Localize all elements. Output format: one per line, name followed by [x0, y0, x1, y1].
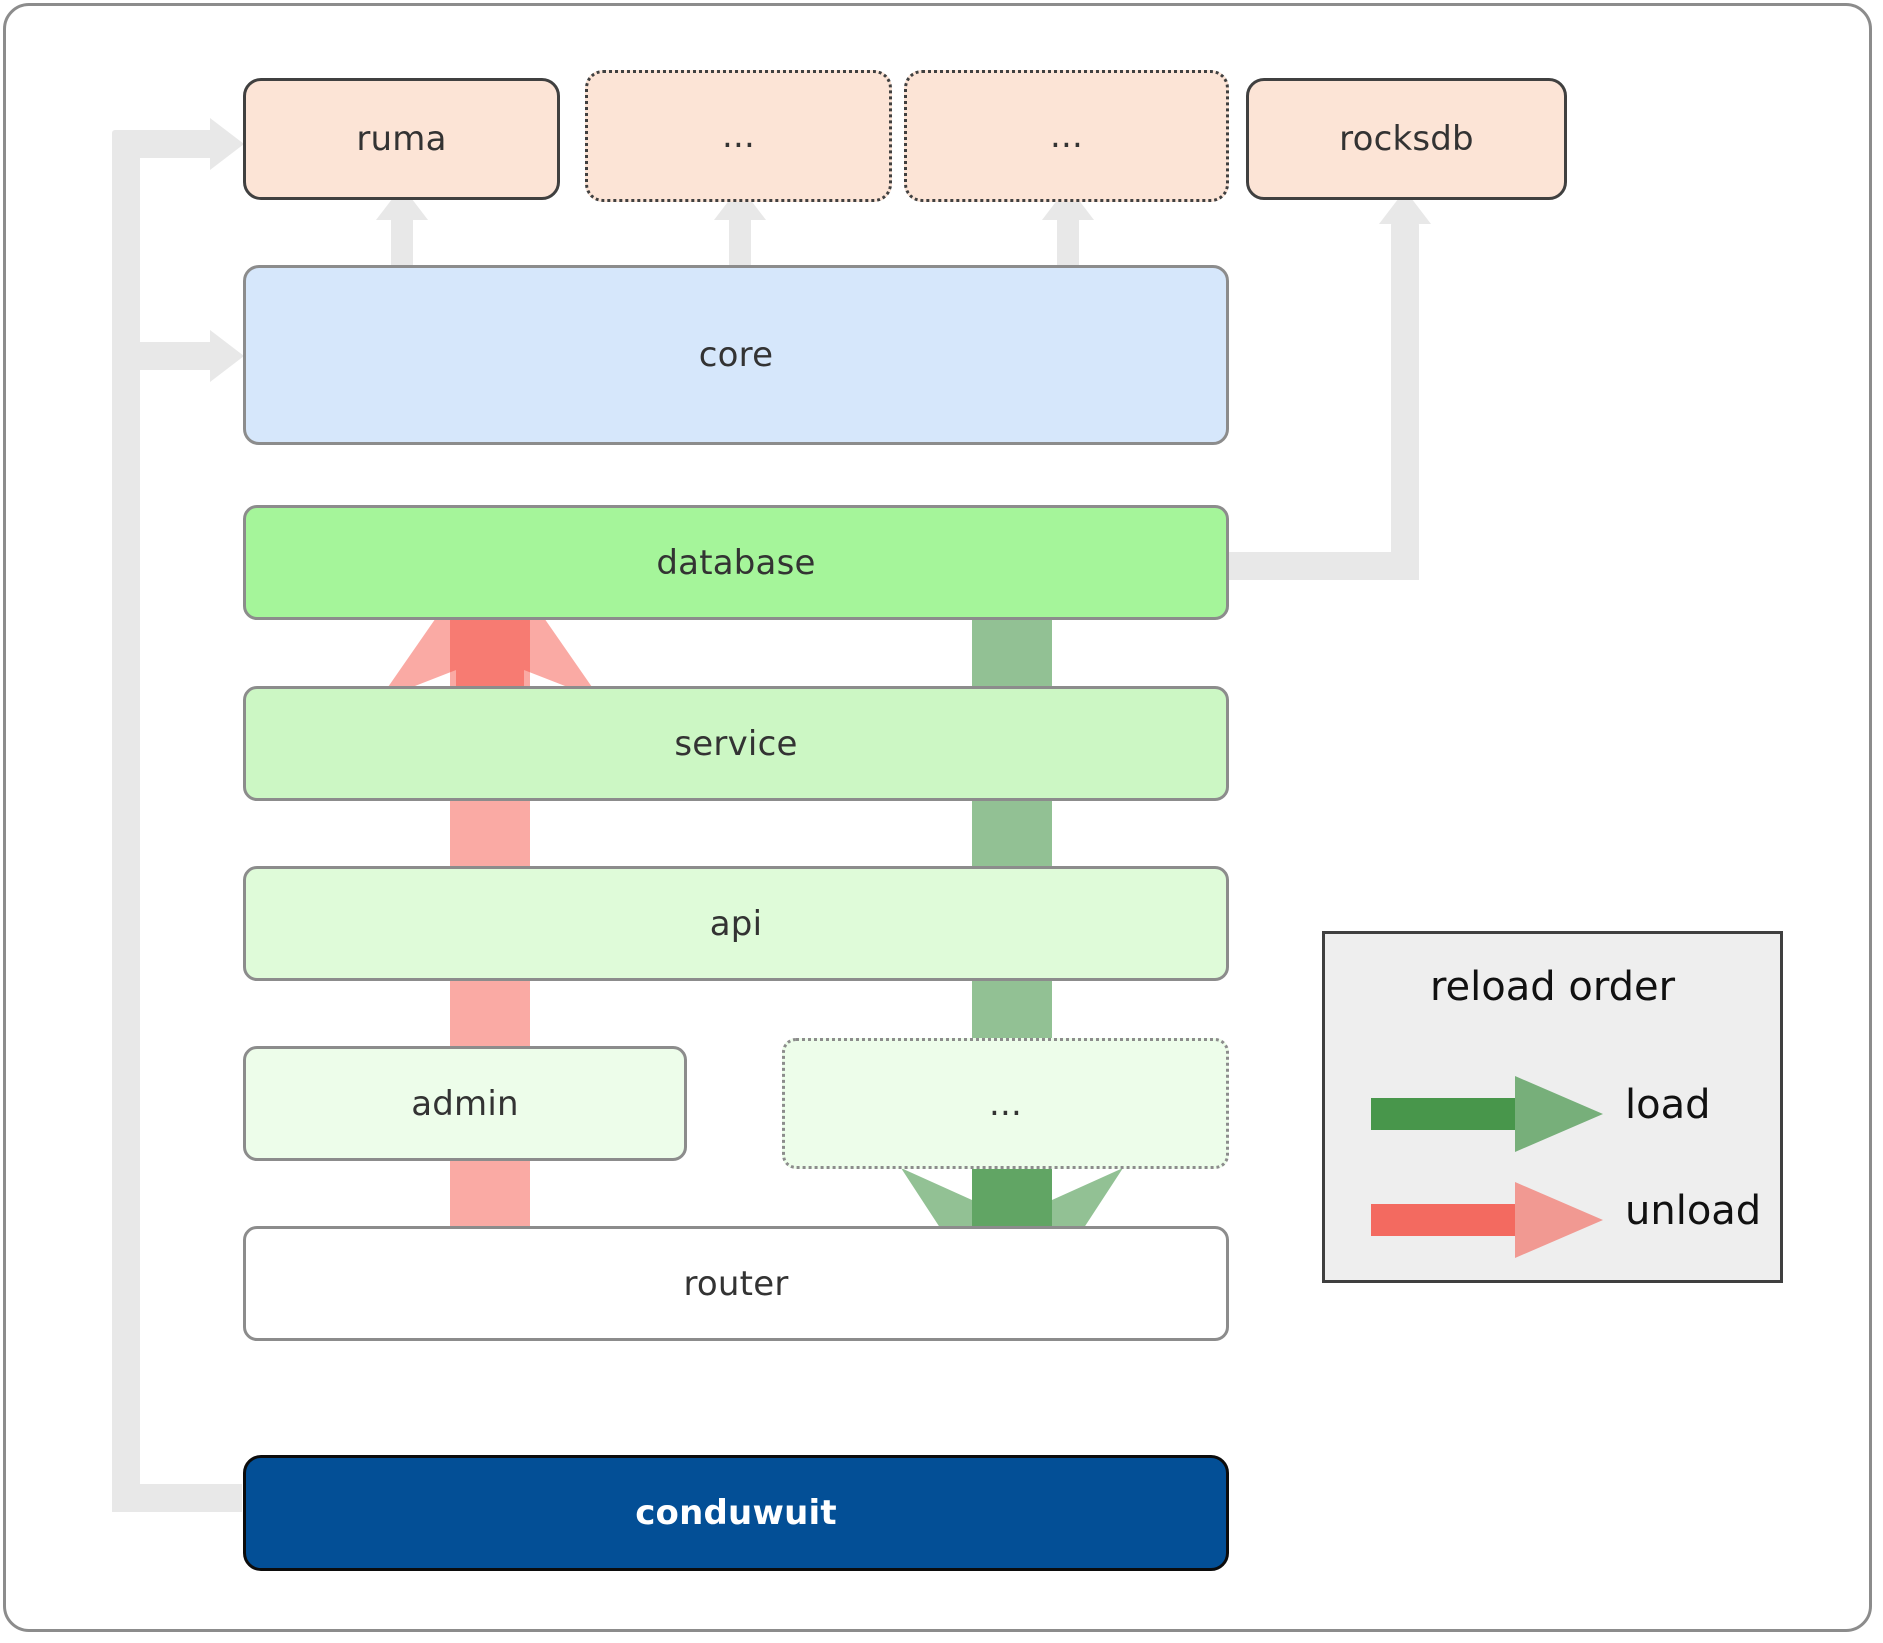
legend-title: reload order: [1429, 964, 1676, 1010]
node-ellipsis-top-2-label: ...: [1049, 116, 1084, 156]
connector-database-to-rocksdb-v: [1391, 222, 1419, 562]
connector-core-to-ellipsis-1: [729, 216, 751, 270]
node-admin[interactable]: admin: [243, 1046, 687, 1161]
node-admin-label: admin: [411, 1083, 519, 1124]
node-ellipsis-top-2[interactable]: ...: [904, 70, 1229, 202]
node-core[interactable]: core: [243, 265, 1229, 445]
node-database-label: database: [656, 542, 816, 583]
node-router[interactable]: router: [243, 1226, 1229, 1341]
node-ellipsis-top-1[interactable]: ...: [585, 70, 892, 202]
node-router-label: router: [683, 1263, 789, 1304]
legend-unload-label: unload: [1625, 1188, 1762, 1234]
node-core-label: core: [698, 335, 774, 375]
legend-row-unload: unload: [1325, 1174, 1780, 1266]
diagram-frame: [3, 3, 1872, 1632]
node-ellipsis-mid-label: ...: [988, 1083, 1023, 1124]
connector-conduwuit-to-spine: [112, 1484, 242, 1512]
node-ruma[interactable]: ruma: [243, 78, 560, 200]
legend-unload-arrow-icon: [1371, 1182, 1603, 1258]
connector-branch-to-core: [128, 342, 218, 370]
node-database[interactable]: database: [243, 505, 1229, 620]
connector-left-spine-vertical: [112, 130, 140, 1512]
connector-core-to-ellipsis-2: [1057, 216, 1079, 270]
connector-database-to-rocksdb-h: [1229, 552, 1419, 580]
unload-arrow-head: [379, 540, 601, 740]
node-service-label: service: [674, 723, 798, 764]
arrowhead-right-core-icon: [210, 330, 244, 382]
legend-load-label: load: [1625, 1082, 1711, 1128]
node-ellipsis-mid[interactable]: ...: [782, 1038, 1229, 1169]
node-rocksdb-label: rocksdb: [1339, 119, 1474, 159]
node-api[interactable]: api: [243, 866, 1229, 981]
node-service[interactable]: service: [243, 686, 1229, 801]
node-conduwuit-label: conduwuit: [635, 1493, 837, 1533]
legend-row-load: load: [1325, 1068, 1780, 1160]
node-ellipsis-top-1-label: ...: [721, 116, 756, 156]
arrowhead-right-ruma-icon: [210, 118, 244, 170]
node-conduwuit[interactable]: conduwuit: [243, 1455, 1229, 1571]
node-api-label: api: [709, 903, 763, 944]
legend-load-arrow-icon: [1371, 1076, 1603, 1152]
connector-branch-to-ruma: [128, 130, 218, 158]
connector-core-to-ruma: [391, 216, 413, 270]
legend-panel: reload order load unload: [1322, 931, 1783, 1283]
node-ruma-label: ruma: [356, 119, 447, 159]
node-rocksdb[interactable]: rocksdb: [1246, 78, 1567, 200]
